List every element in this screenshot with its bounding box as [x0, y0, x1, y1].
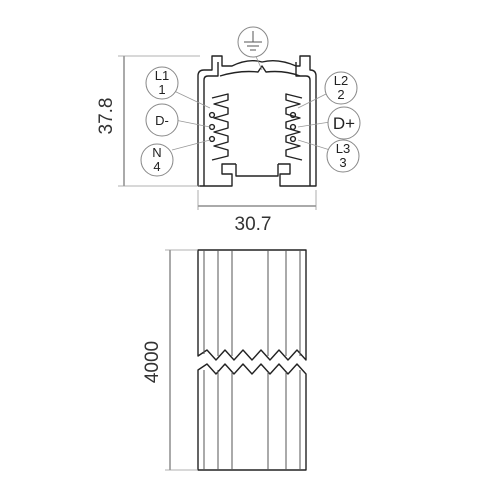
- length-dimension-value: 4000: [142, 341, 163, 383]
- label-n-top: N: [152, 145, 161, 160]
- label-n-bottom: 4: [153, 159, 160, 174]
- label-d-plus: D+: [327, 106, 361, 140]
- height-dimension-value: 37.8: [96, 98, 117, 135]
- label-n: N 4: [140, 143, 174, 177]
- leader-lines: [171, 51, 331, 151]
- label-d-minus: D-: [145, 103, 179, 137]
- label-l2: L2 2: [324, 71, 358, 105]
- label-l3: L3 3: [326, 139, 360, 173]
- label-l2-top: L2: [334, 73, 348, 88]
- width-dimension-value: 30.7: [235, 214, 272, 235]
- label-d-plus-text: D+: [333, 114, 355, 133]
- width-dimension: 30.7: [197, 190, 317, 235]
- track-cross-section: [197, 55, 317, 187]
- label-l1: L1 1: [145, 66, 179, 100]
- label-l1-top: L1: [155, 68, 169, 83]
- label-l3-bottom: 3: [339, 155, 346, 170]
- earth-ground-icon: [237, 26, 269, 58]
- label-l3-top: L3: [336, 141, 350, 156]
- label-d-minus-text: D-: [155, 113, 169, 128]
- track-side-view: [197, 249, 307, 471]
- label-l1-bottom: 1: [158, 82, 165, 97]
- length-dimension: 4000: [142, 249, 198, 471]
- height-dimension: 37.8: [96, 55, 200, 187]
- label-l2-bottom: 2: [337, 87, 344, 102]
